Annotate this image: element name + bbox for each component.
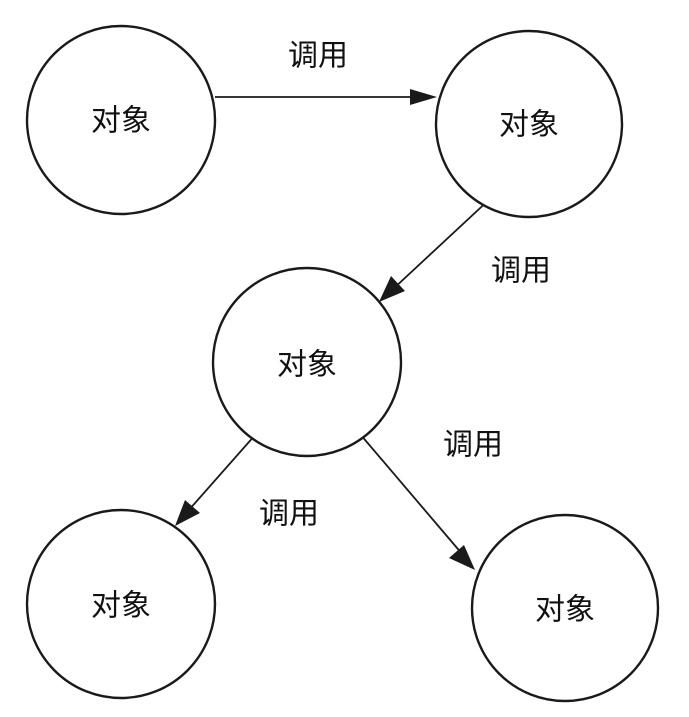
node-5-label: 对象 — [535, 593, 595, 628]
node-2-label: 对象 — [499, 108, 559, 143]
node-4-circle — [25, 508, 217, 700]
edge-2-line — [391, 196, 493, 291]
edge-2-label: 调用 — [491, 254, 551, 289]
edge-3-line — [187, 433, 257, 512]
node-object-3: 对象 — [211, 266, 403, 458]
node-2-circle — [434, 29, 624, 219]
node-4-label: 对象 — [91, 589, 151, 624]
node-object-4: 对象 — [25, 508, 217, 700]
node-1-circle — [25, 24, 217, 216]
node-object-2: 对象 — [434, 29, 624, 219]
edge-4-line — [359, 433, 464, 556]
edge-4-label: 调用 — [443, 428, 503, 463]
edge-2-arrowhead — [379, 276, 405, 302]
edge-call-2 — [379, 196, 493, 302]
node-5-circle — [470, 513, 660, 703]
node-3-label: 对象 — [277, 348, 337, 383]
edge-call-4 — [359, 433, 475, 570]
edge-1-arrowhead — [410, 89, 437, 105]
edge-call-3 — [175, 433, 257, 526]
edge-1-label: 调用 — [288, 39, 348, 74]
edge-4-arrowhead — [449, 545, 475, 570]
node-object-5: 对象 — [470, 513, 660, 703]
edge-call-1 — [215, 89, 437, 105]
node-3-circle — [211, 266, 403, 458]
node-1-label: 对象 — [91, 104, 151, 139]
edge-3-label: 调用 — [259, 497, 319, 532]
node-object-1: 对象 — [25, 24, 217, 216]
edge-3-arrowhead — [175, 500, 200, 526]
